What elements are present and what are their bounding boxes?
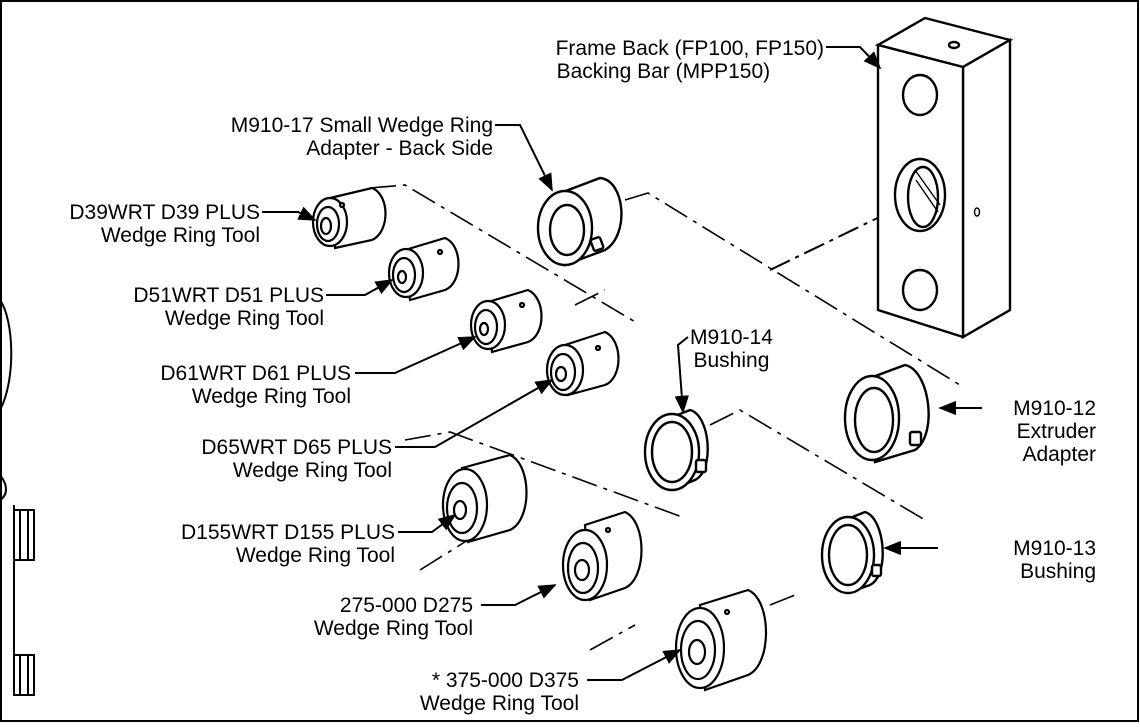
label-d375-line2: Wedge Ring Tool bbox=[419, 692, 579, 715]
leader-m910-14 bbox=[674, 336, 689, 414]
tool-d275 bbox=[561, 510, 643, 602]
label-d61-line1: D61WRT D61 PLUS bbox=[160, 362, 351, 385]
label-frame-back-line2: Backing Bar (MPP150) bbox=[556, 60, 771, 83]
label-m910-14: M910-14 Bushing bbox=[690, 326, 773, 372]
leader-d61 bbox=[355, 336, 477, 374]
leader-d155 bbox=[398, 513, 457, 533]
label-d65: D65WRT D65 PLUS Wedge Ring Tool bbox=[201, 436, 392, 482]
label-d39-line1: D39WRT D39 PLUS bbox=[69, 201, 260, 224]
leader-d375 bbox=[587, 649, 682, 681]
label-d51-line1: D51WRT D51 PLUS bbox=[133, 284, 324, 307]
label-d65-line2: Wedge Ring Tool bbox=[232, 459, 392, 482]
tool-d155 bbox=[441, 453, 528, 544]
leader-frame-back bbox=[826, 46, 882, 70]
leader-lines bbox=[262, 46, 982, 681]
m910-17-adapter bbox=[536, 176, 623, 267]
tool-d375 bbox=[674, 588, 767, 692]
label-d51-line2: Wedge Ring Tool bbox=[164, 307, 324, 330]
label-m910-14-line2: Bushing bbox=[693, 349, 770, 372]
label-frame-back-line1: Frame Back (FP100, FP150) bbox=[555, 37, 824, 60]
label-m910-13-line2: Bushing bbox=[1020, 560, 1096, 583]
leader-d39 bbox=[262, 206, 317, 221]
label-m910-12-line1: M910-12 bbox=[1013, 397, 1096, 420]
leader-m910-17 bbox=[495, 124, 553, 192]
label-d61-line2: Wedge Ring Tool bbox=[191, 385, 351, 408]
partial-fixture-left bbox=[0, 299, 35, 696]
label-d155-line1: D155WRT D155 PLUS bbox=[181, 521, 395, 544]
label-m910-13: M910-13 Bushing bbox=[1013, 537, 1096, 583]
label-m910-17-line2: Adapter - Back Side bbox=[306, 137, 493, 160]
label-d39-line2: Wedge Ring Tool bbox=[100, 224, 260, 247]
leader-d51 bbox=[326, 279, 394, 296]
label-d275-line2: Wedge Ring Tool bbox=[313, 617, 473, 640]
label-d155-line2: Wedge Ring Tool bbox=[235, 544, 395, 567]
label-m910-12: M910-12 Extruder Adapter bbox=[1013, 397, 1096, 466]
label-d275-line1: 275-000 D275 bbox=[339, 594, 473, 617]
tool-d51 bbox=[387, 236, 460, 302]
m910-14-bushing bbox=[643, 408, 709, 492]
label-d375: * 375-000 D375 Wedge Ring Tool bbox=[420, 669, 579, 715]
label-d375-line1: * 375-000 D375 bbox=[431, 669, 579, 692]
label-d65-line1: D65WRT D65 PLUS bbox=[201, 436, 392, 459]
label-d51: D51WRT D51 PLUS Wedge Ring Tool bbox=[133, 284, 324, 330]
label-m910-14-line1: M910-14 bbox=[690, 326, 773, 349]
label-m910-17: M910-17 Small Wedge Ring Adapter - Back … bbox=[231, 114, 493, 160]
label-d61: D61WRT D61 PLUS Wedge Ring Tool bbox=[160, 362, 351, 408]
m910-12-extruder-adapter bbox=[843, 363, 930, 464]
tool-d65 bbox=[545, 330, 620, 397]
label-m910-17-line1: M910-17 Small Wedge Ring bbox=[230, 114, 493, 137]
frame-back-block bbox=[874, 16, 1014, 340]
label-d155: D155WRT D155 PLUS Wedge Ring Tool bbox=[181, 521, 395, 567]
label-m910-12-line3: Adapter bbox=[1022, 443, 1096, 466]
leader-d275 bbox=[481, 584, 557, 606]
label-d275: 275-000 D275 Wedge Ring Tool bbox=[314, 594, 473, 640]
m910-13-bushing bbox=[820, 510, 884, 595]
leader-d65 bbox=[395, 379, 554, 448]
tool-d61 bbox=[469, 288, 543, 354]
label-frame-back: Frame Back (FP100, FP150) Backing Bar (M… bbox=[556, 37, 824, 83]
tool-d39 bbox=[311, 186, 387, 250]
label-m910-12-line2: Extruder bbox=[1016, 420, 1096, 443]
label-d39: D39WRT D39 PLUS Wedge Ring Tool bbox=[69, 201, 260, 247]
assembly-lines bbox=[369, 184, 961, 651]
label-m910-13-line1: M910-13 bbox=[1013, 537, 1096, 560]
